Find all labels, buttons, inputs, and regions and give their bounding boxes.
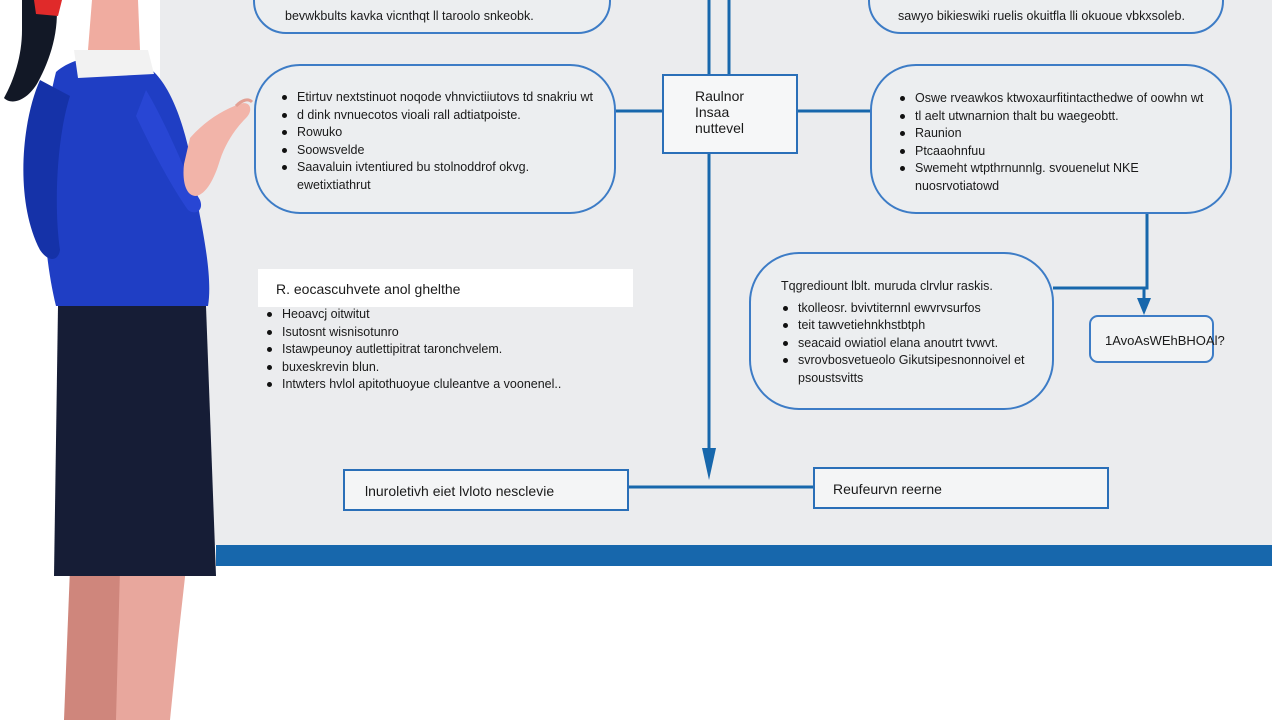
bottom-right-box-text: Reufeurvn reerne — [833, 481, 942, 497]
list-item: Raunion — [898, 125, 1230, 143]
top-left-oval: bevwkbults kavka vicnthqt ll taroolo snk… — [253, 0, 611, 34]
notes-panel-list: Heoavcj oitwitut Isutosnt wisnisotunro I… — [265, 306, 561, 394]
mid-right-oval-list: tkolleosr. bvivtiternnl ewvrvsurfos teit… — [781, 300, 1052, 370]
left-oval-list: Etirtuv nextstinuot noqode vhnvictiiutov… — [280, 89, 614, 177]
right-oval: Oswe rveawkos ktwoxaurfitintacthedwe of … — [870, 64, 1232, 214]
presenter-neck — [88, 0, 140, 50]
top-left-oval-text: bevwkbults kavka vicnthqt ll taroolo snk… — [285, 9, 534, 23]
left-oval-continuation: ewetixtiathrut — [297, 177, 371, 192]
list-item: Oswe rveawkos ktwoxaurfitintacthedwe of … — [898, 90, 1230, 108]
presenter-skirt — [54, 306, 216, 576]
list-item: Etirtuv nextstinuot noqode vhnvictiiutov… — [280, 89, 614, 107]
notes-panel-heading-bar: R. eocascuhvete anol ghelthe — [258, 269, 633, 307]
bottom-right-box: Reufeurvn reerne — [813, 467, 1109, 509]
presenter-ponytail — [4, 0, 57, 102]
presenter-hair-tie — [34, 0, 62, 16]
list-item: Rowuko — [280, 124, 614, 142]
list-item: Soowsvelde — [280, 142, 614, 160]
list-item: Istawpeunoy autlettipitrat taronchvelem. — [265, 341, 561, 359]
center-box-line-1: Raulnor — [695, 88, 745, 104]
presenter-torso — [23, 55, 210, 306]
list-item: Intwters hvlol apitothuoyue cluleantve a… — [265, 376, 561, 394]
list-item: Isutosnt wisnisotunro — [265, 324, 561, 342]
list-item: svrovbosvetueolo Gikutsipesnonnoivel et — [781, 352, 1052, 370]
notes-panel-heading: R. eocascuhvete anol ghelthe — [276, 281, 461, 297]
right-oval-list: Oswe rveawkos ktwoxaurfitintacthedwe of … — [898, 90, 1230, 178]
whiteboard-bottom-strip — [216, 545, 1272, 566]
list-item: tl aelt utwnarnion thalt bu waegeobtt. — [898, 108, 1230, 126]
left-oval: Etirtuv nextstinuot noqode vhnvictiiutov… — [254, 64, 616, 214]
small-box-text: 1AvoAsWEhBHOAl? — [1105, 333, 1225, 348]
list-item: Heoavcj oitwitut — [265, 306, 561, 324]
mid-right-oval-continuation: psoustsvitts — [798, 370, 864, 385]
small-box: 1AvoAsWEhBHOAl? — [1089, 315, 1225, 363]
right-oval-continuation: nuosrvotiatowd — [915, 178, 1000, 193]
list-item: teit tawvetiehnkhstbtph — [781, 317, 1052, 335]
center-box-line-2: Insaa — [695, 104, 730, 120]
top-right-oval-text: sawyo bikieswiki ruelis okuitfla lli oku… — [898, 9, 1185, 23]
mid-right-oval-heading: Tqgrediount lblt. muruda clrvlur raskis. — [781, 279, 993, 293]
list-item: seacaid owiatiol elana anoutrt tvwvt. — [781, 335, 1052, 353]
presenter-collar — [74, 50, 154, 78]
list-item: Saavaluin ivtentiured bu stolnoddrof okv… — [280, 159, 614, 177]
list-item: Swemeht wtpthrnunnlg. svouenelut NKE — [898, 160, 1230, 178]
list-item: tkolleosr. bvivtiternnl ewvrvsurfos — [781, 300, 1052, 318]
list-item: d dink nvnuecotos vioali rall adtiatpois… — [280, 107, 614, 125]
list-item: buxeskrevin blun. — [265, 359, 561, 377]
presenter-hand — [183, 98, 254, 196]
bottom-left-box-text: lnuroletivh eiet lvloto nesclevie — [365, 483, 555, 499]
mid-right-oval: Tqgrediount lblt. muruda clrvlur raskis.… — [749, 252, 1054, 410]
presenter-illustration — [4, 0, 254, 720]
list-item: Ptcaaohnfuu — [898, 143, 1230, 161]
center-box: Raulnor Insaa nuttevel — [662, 74, 798, 154]
bottom-left-box: lnuroletivh eiet lvloto nesclevie — [343, 469, 629, 511]
center-box-line-3: nuttevel — [695, 120, 745, 136]
top-right-oval: sawyo bikieswiki ruelis okuitfla lli oku… — [868, 0, 1224, 34]
presenter-legs — [64, 568, 186, 720]
